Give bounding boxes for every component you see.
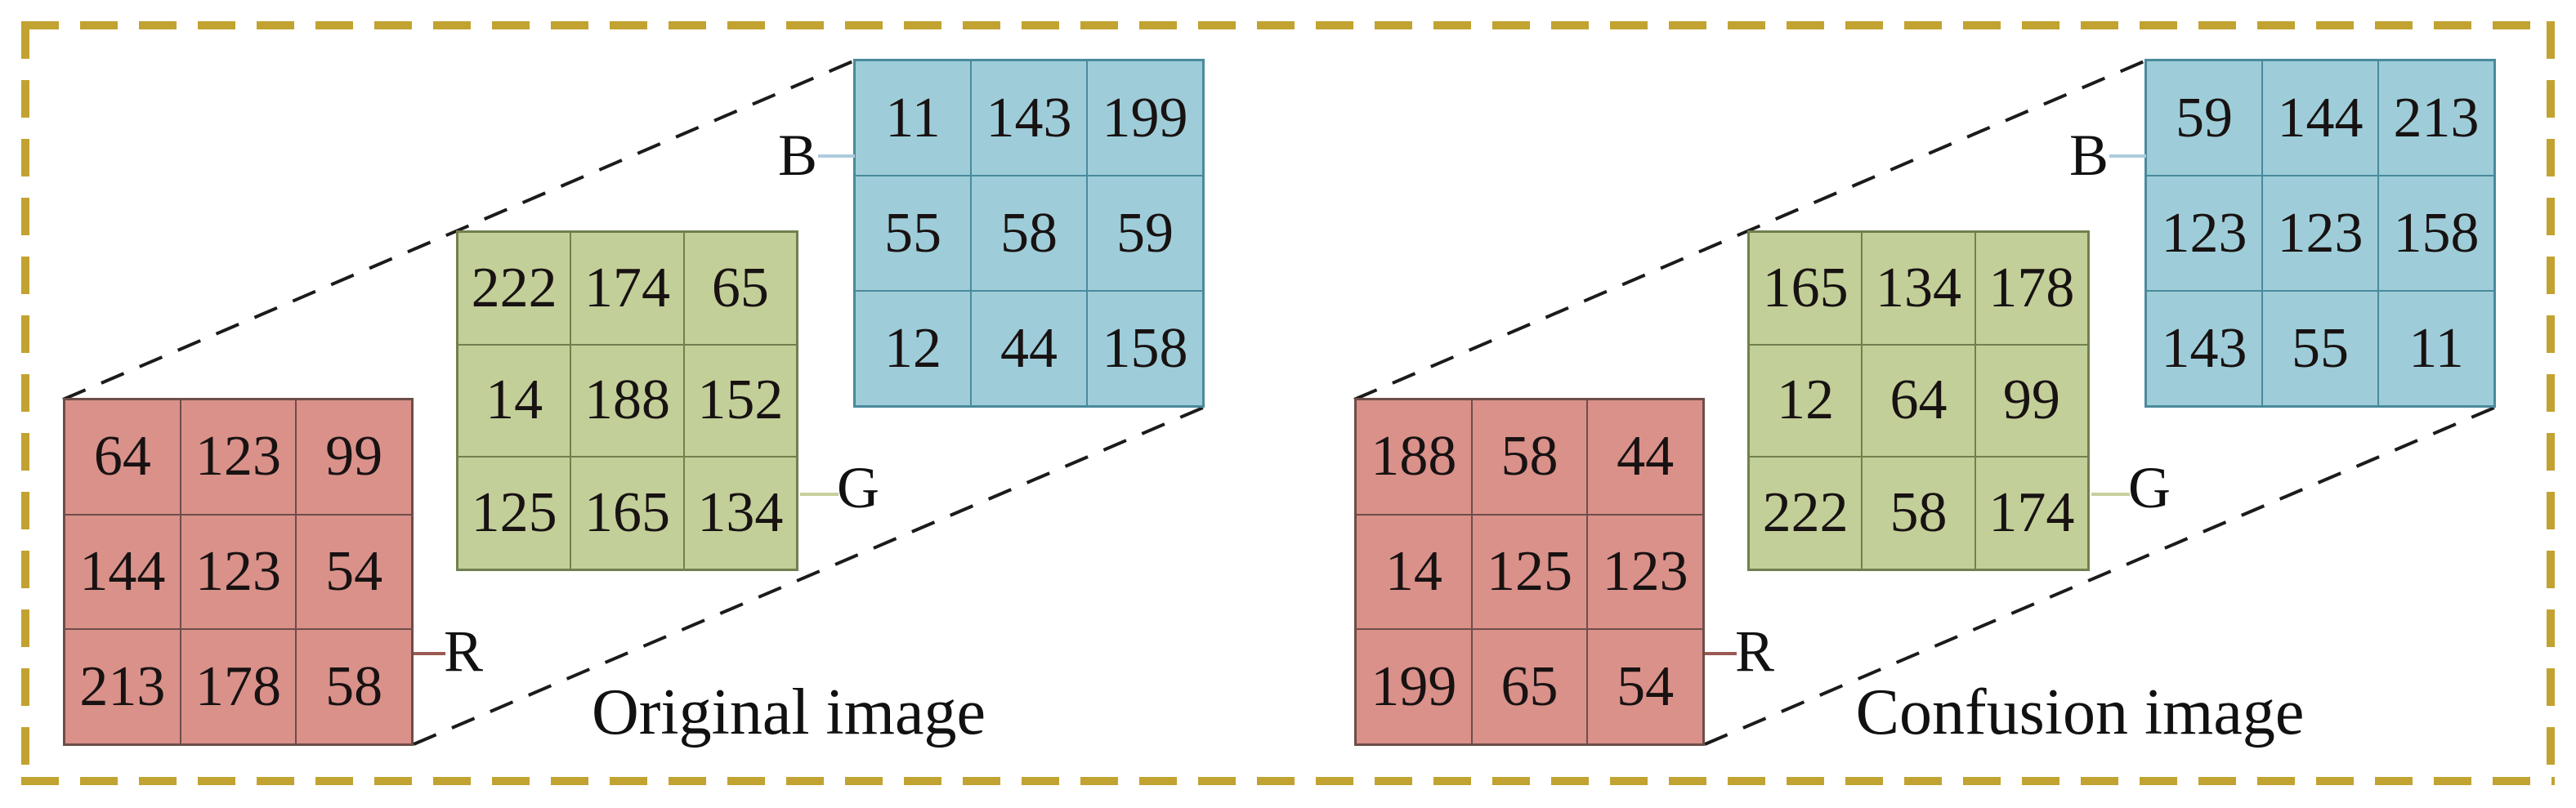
matrix-cell: 123 (1588, 515, 1702, 629)
matrix-cell: 125 (458, 458, 570, 569)
matrix-cell: 143 (972, 61, 1086, 175)
r-channel-matrix: 64 123 99 144 123 54 213 178 58 (63, 398, 414, 746)
matrix-cell: 144 (65, 515, 180, 629)
matrix-cell: 199 (1088, 61, 1202, 175)
matrix-cell: 58 (1472, 400, 1587, 514)
channel-label-b: B (2069, 123, 2109, 188)
matrix-cell: 44 (972, 292, 1086, 405)
matrix-cell: 178 (181, 630, 296, 743)
matrix-cell: 222 (1750, 458, 1862, 569)
channel-label-r: R (1735, 618, 1775, 684)
matrix-cell: 58 (972, 176, 1086, 290)
channel-connector-r (414, 652, 445, 655)
matrix-cell: 44 (1588, 400, 1702, 514)
channel-connector-b (818, 154, 855, 158)
figure-border-left (21, 21, 29, 785)
depth-line-lower (413, 406, 1204, 746)
matrix-cell: 144 (2263, 61, 2377, 175)
matrix-cell: 11 (856, 61, 970, 175)
matrix-cell: 178 (1975, 233, 2087, 344)
matrix-cell: 125 (1472, 515, 1587, 629)
channel-connector-g (2091, 493, 2130, 496)
b-channel-matrix: 59 144 213 123 123 158 143 55 11 (2144, 59, 2496, 408)
matrix-cell: 165 (571, 458, 683, 569)
matrix-cell: 199 (1357, 630, 1471, 743)
depth-lines (62, 59, 1204, 746)
matrix-cell: 123 (181, 400, 296, 514)
matrix-cell: 64 (1863, 345, 1974, 457)
matrix-cell: 123 (181, 515, 296, 629)
matrix-cell: 134 (1863, 233, 1974, 344)
matrix-cell: 14 (1357, 515, 1471, 629)
depth-lines (1353, 59, 2495, 746)
panel-confusion-image: 59 144 213 123 123 158 143 55 11 165 134… (1291, 0, 2576, 808)
panel-caption: Original image (591, 676, 986, 748)
figure-border-bottom (21, 777, 2555, 785)
b-channel-matrix: 11 143 199 55 58 59 12 44 158 (853, 59, 1205, 408)
matrix-cell: 64 (65, 400, 180, 514)
r-channel-matrix: 188 58 44 14 125 123 199 65 54 (1354, 398, 1705, 746)
matrix-cell: 11 (2379, 292, 2493, 405)
matrix-cell: 65 (684, 233, 796, 344)
figure-border-right (2547, 21, 2555, 785)
matrix-cell: 12 (856, 292, 970, 405)
g-channel-matrix: 165 134 178 12 64 99 222 58 174 (1747, 230, 2090, 571)
channel-label-g: G (2128, 455, 2171, 520)
channel-label-b: B (778, 123, 818, 188)
depth-line-upper (62, 59, 856, 401)
matrix-cell: 188 (571, 345, 683, 457)
matrix-cell: 213 (2379, 61, 2493, 175)
matrix-cell: 174 (571, 233, 683, 344)
matrix-cell: 58 (297, 630, 411, 743)
matrix-cell: 12 (1750, 345, 1862, 457)
matrix-cell: 123 (2147, 176, 2261, 290)
matrix-cell: 158 (2379, 176, 2493, 290)
matrix-cell: 54 (297, 515, 411, 629)
depth-line-lower (1704, 406, 2495, 746)
matrix-cell: 123 (2263, 176, 2377, 290)
depth-line-upper (1353, 59, 2147, 401)
matrix-cell: 213 (65, 630, 180, 743)
channel-label-g: G (837, 455, 879, 520)
matrix-cell: 165 (1750, 233, 1862, 344)
matrix-cell: 55 (2263, 292, 2377, 405)
matrix-cell: 188 (1357, 400, 1471, 514)
channel-connector-r (1705, 652, 1737, 655)
matrix-cell: 174 (1975, 458, 2087, 569)
channel-connector-b (2109, 154, 2146, 158)
matrix-cell: 99 (297, 400, 411, 514)
matrix-cell: 58 (1863, 458, 1974, 569)
matrix-cell: 55 (856, 176, 970, 290)
matrix-cell: 65 (1472, 630, 1587, 743)
matrix-cell: 134 (684, 458, 796, 569)
matrix-cell: 158 (1088, 292, 1202, 405)
matrix-cell: 59 (1088, 176, 1202, 290)
panel-caption: Confusion image (1855, 676, 2305, 748)
channel-label-r: R (444, 618, 484, 684)
matrix-cell: 59 (2147, 61, 2261, 175)
panel-original-image: 11 143 199 55 58 59 12 44 158 222 174 65… (62, 59, 1205, 748)
matrix-cell: 14 (458, 345, 570, 457)
matrix-cell: 222 (458, 233, 570, 344)
matrix-cell: 152 (684, 345, 796, 457)
matrix-cell: 143 (2147, 292, 2261, 405)
figure-border-top (21, 21, 2555, 29)
channel-connector-g (800, 493, 839, 496)
g-channel-matrix: 222 174 65 14 188 152 125 165 134 (456, 230, 798, 571)
matrix-cell: 99 (1975, 345, 2087, 457)
matrix-cell: 54 (1588, 630, 1702, 743)
